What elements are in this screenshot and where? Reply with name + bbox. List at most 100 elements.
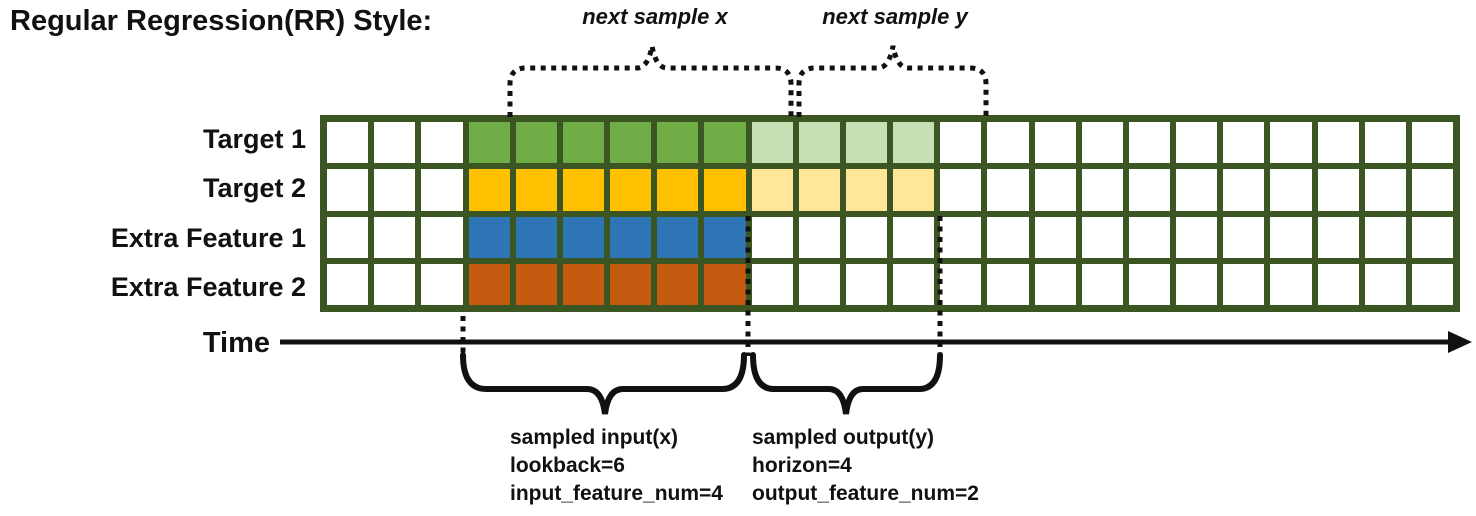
next-sample-y-brace — [796, 45, 989, 117]
grid-cell — [1411, 169, 1453, 211]
grid-cell — [751, 263, 793, 305]
grid-cell — [657, 169, 699, 211]
grid-cell — [1223, 263, 1265, 305]
sampled-input-brace — [460, 352, 747, 415]
grid-cell — [845, 263, 887, 305]
grid-cell — [940, 263, 982, 305]
lookback-value: lookback=6 — [510, 454, 625, 477]
grid-cell — [374, 216, 416, 258]
grid-cell — [798, 263, 840, 305]
grid-cell — [1364, 122, 1406, 164]
grid-cell — [845, 122, 887, 164]
row-label: Target 2 — [202, 173, 306, 204]
grid-cell — [1034, 263, 1076, 305]
grid-cell — [704, 263, 746, 305]
grid-cell — [798, 169, 840, 211]
grid-cell — [421, 122, 463, 164]
grid-cell — [657, 263, 699, 305]
grid-cell — [515, 263, 557, 305]
grid-cell — [515, 169, 557, 211]
grid-cell — [1223, 216, 1265, 258]
grid-cell — [1128, 216, 1170, 258]
grid-cell — [798, 216, 840, 258]
grid-cell — [327, 216, 369, 258]
sampled-output-brace — [750, 352, 943, 415]
grid-cell — [657, 216, 699, 258]
grid-cell — [374, 122, 416, 164]
grid-cell — [374, 169, 416, 211]
grid-cell — [1317, 263, 1359, 305]
grid-cell — [1364, 263, 1406, 305]
grid-cell — [1176, 216, 1218, 258]
grid-cell — [562, 216, 604, 258]
sampling-grid — [320, 115, 1460, 312]
row-label: Extra Feature 1 — [110, 222, 306, 253]
grid-cell — [610, 263, 652, 305]
grid-cell — [562, 263, 604, 305]
next-sample-x-label: next sample x — [582, 4, 728, 29]
grid-cell — [610, 122, 652, 164]
grid-cell — [610, 216, 652, 258]
grid-cell — [1081, 169, 1123, 211]
grid-cell — [704, 169, 746, 211]
grid-cell — [562, 169, 604, 211]
grid-cell — [515, 122, 557, 164]
output-feature-num-value: output_feature_num=2 — [752, 482, 979, 505]
grid-cell — [987, 169, 1029, 211]
grid-cell — [1034, 169, 1076, 211]
grid-cell — [1317, 169, 1359, 211]
grid-cell — [562, 122, 604, 164]
grid-cell — [1364, 216, 1406, 258]
diagram-title: Regular Regression(RR) Style: — [10, 5, 433, 37]
grid-cell — [610, 169, 652, 211]
grid-cell — [1081, 122, 1123, 164]
sampled-output-text: sampled output(y) horizon=4 output_featu… — [752, 424, 979, 508]
grid-cell — [1270, 263, 1312, 305]
grid-cell — [987, 122, 1029, 164]
next-sample-x-brace — [507, 45, 794, 117]
horizon-value: horizon=4 — [752, 454, 852, 477]
grid-cell — [468, 216, 510, 258]
grid-cell — [1128, 122, 1170, 164]
grid-cell — [1176, 122, 1218, 164]
grid-cell — [1317, 122, 1359, 164]
grid-cell — [468, 263, 510, 305]
grid-cell — [1081, 263, 1123, 305]
time-label: Time — [202, 327, 270, 359]
grid-cell — [1223, 122, 1265, 164]
grid-cell — [987, 216, 1029, 258]
grid-cell — [1034, 216, 1076, 258]
grid-cell — [845, 169, 887, 211]
grid-cell — [515, 216, 557, 258]
grid-cell — [987, 263, 1029, 305]
grid-cell — [327, 122, 369, 164]
sampled-output-title: sampled output(y) — [752, 426, 934, 449]
grid-cell — [374, 263, 416, 305]
grid-cell — [327, 169, 369, 211]
grid-cell — [1034, 122, 1076, 164]
grid-cell — [751, 169, 793, 211]
grid-cell — [940, 122, 982, 164]
grid-cell — [893, 122, 935, 164]
sampled-input-text: sampled input(x) lookback=6 input_featur… — [510, 424, 723, 508]
grid-cell — [421, 263, 463, 305]
grid-cell — [421, 169, 463, 211]
grid-cell — [1128, 263, 1170, 305]
sampled-input-title: sampled input(x) — [510, 426, 679, 449]
input-feature-num-value: input_feature_num=4 — [510, 482, 723, 505]
grid-cell — [468, 169, 510, 211]
grid-cell — [327, 263, 369, 305]
grid-cell — [1223, 169, 1265, 211]
grid-cell — [940, 169, 982, 211]
row-label: Extra Feature 2 — [110, 271, 306, 302]
grid-cell — [1176, 263, 1218, 305]
grid-cell — [468, 122, 510, 164]
grid-cell — [657, 122, 699, 164]
grid-cell — [751, 122, 793, 164]
grid-cell — [1411, 122, 1453, 164]
next-sample-y-label: next sample y — [822, 4, 968, 29]
grid-cell — [845, 216, 887, 258]
grid-cell — [1128, 169, 1170, 211]
